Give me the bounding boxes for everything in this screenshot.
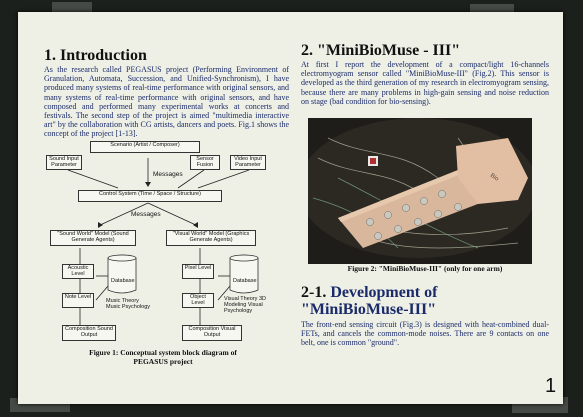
- section1-body: As the research called PEGASUS project (…: [44, 65, 289, 139]
- section21-title-prefix: 2-1.: [301, 284, 331, 301]
- visual-theory-label: Visual Theory 3D Modeling Visual Psychol…: [224, 296, 266, 315]
- section2-body: At first I report the development of a c…: [301, 60, 549, 106]
- database-right-label: Database: [233, 278, 257, 284]
- visual-world-box: "Visual World" Model (Graphics Generate …: [166, 230, 256, 246]
- messages-mid-label: Messages: [131, 211, 161, 218]
- music-theory-label: Music Theory Music Psychology: [106, 298, 151, 311]
- sound-input-box: Sound Input Parameter: [46, 155, 82, 170]
- composition-visual-box: Composition Visual Output: [182, 325, 242, 341]
- object-level-box: Object Level: [182, 293, 214, 308]
- sound-world-box: "Sound World" Model (Sound Generate Agen…: [50, 230, 136, 246]
- video-input-box: Video Input Parameter: [230, 155, 266, 170]
- note-level-box: Note Level: [62, 293, 94, 308]
- acoustic-level-box: Acoustic Level: [62, 264, 94, 279]
- svg-text:Bio: Bio: [489, 173, 500, 183]
- figure1-caption: Figure 1: Conceptual system block diagra…: [89, 348, 237, 366]
- messages-top-label: Messages: [153, 171, 183, 178]
- scenario-box: Scenario (Artist / Composer): [90, 141, 200, 153]
- section21-body: The front-end sensing circuit (Fig.3) is…: [301, 320, 549, 348]
- section1-title: 1. Introduction: [44, 47, 147, 64]
- poster-page: 1. Introduction As the research called P…: [18, 12, 563, 404]
- diagram-arrows: [67, 158, 259, 325]
- composition-sound-box: Composition Sound Output: [62, 325, 116, 341]
- figure2-caption: Figure 2: "MiniBioMuse-III" (only for on…: [347, 264, 503, 273]
- sensor-belt-illustration: Bio: [308, 118, 532, 264]
- section21-title-accent: Development of: [330, 284, 438, 301]
- database-left-label: Database: [111, 278, 135, 284]
- section21-title-line2: "MiniBioMuse-III": [301, 301, 437, 318]
- section21-title: 2-1. Development of "MiniBioMuse-III": [301, 284, 437, 318]
- page-number: 1: [545, 375, 557, 397]
- sensor-fusion-box: Sensor Fusion: [190, 155, 220, 170]
- pixel-level-box: Pixel Level: [182, 264, 214, 279]
- minibiomuse-photo: Bio: [308, 118, 532, 264]
- section2-title: 2. "MiniBioMuse - III": [301, 42, 461, 59]
- control-system-box: Control System (Time / Space / Structure…: [78, 190, 222, 202]
